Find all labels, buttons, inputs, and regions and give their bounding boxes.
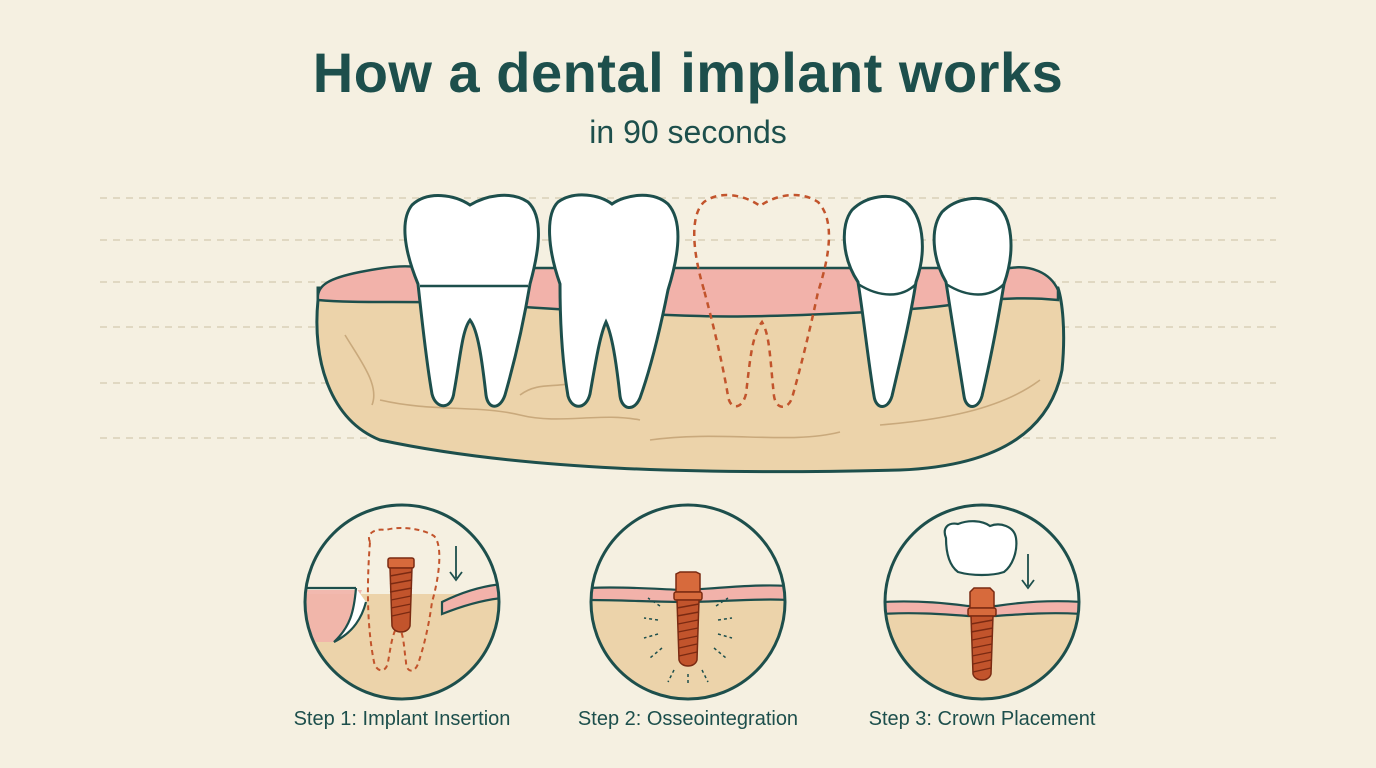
page-title: How a dental implant works [312, 41, 1064, 104]
tooth-premolar-1 [842, 194, 924, 408]
jaw-illustration [100, 193, 1276, 474]
implant-screw [387, 557, 415, 633]
implant-screw [967, 587, 997, 681]
tooth-premolar-2 [932, 196, 1013, 408]
step-1-label: Step 1: Implant Insertion [293, 708, 511, 730]
step-2-label: Step 2: Osseointegration [577, 708, 799, 730]
integration-rays-icon [643, 597, 733, 686]
tooth-molar-1 [403, 193, 540, 408]
step-1: Step 1: Implant Insertion [272, 502, 532, 742]
step-3: Step 3: Crown Placement [852, 502, 1112, 742]
arrow-down-icon [1021, 554, 1035, 590]
step-2: Step 2: Osseointegration [558, 502, 818, 742]
missing-tooth-outline [693, 193, 831, 408]
step-2-illustration [589, 503, 787, 701]
step-3-illustration [883, 503, 1081, 701]
bone-texture [344, 334, 1041, 441]
step-1-illustration [303, 503, 501, 701]
tooth-molar-2 [548, 193, 680, 409]
arrow-down-icon [449, 546, 463, 582]
step-3-label: Step 3: Crown Placement [868, 708, 1096, 730]
implant-screw [673, 571, 703, 667]
page-subtitle: in 90 seconds [589, 114, 787, 150]
crown [943, 520, 1018, 577]
missing-tooth-outline [366, 527, 441, 672]
